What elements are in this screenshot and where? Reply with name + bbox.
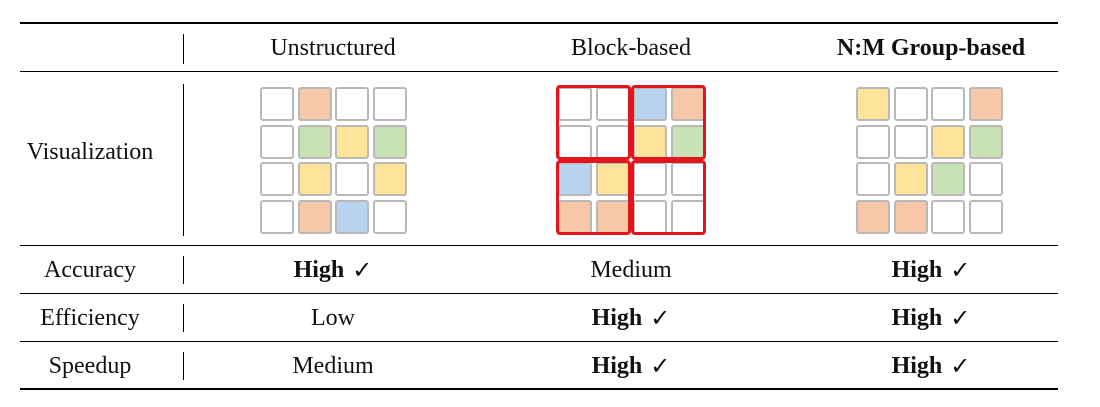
grid-cell-orange [670, 87, 705, 121]
speedup-nm-group-based: High ✓ [831, 348, 1031, 384]
bottom-rule [20, 388, 1058, 390]
speedup-unstructured: Medium [233, 348, 433, 384]
column-header-block-based: Block-based [571, 34, 691, 61]
row-label-speedup: Speedup [48, 352, 132, 379]
row-label-efficiency: Efficiency [40, 304, 140, 331]
speedup-block-based: High ✓ [531, 348, 731, 384]
grid-cell-green [968, 124, 1003, 159]
cell-value: Low [311, 304, 355, 331]
grid-cell-orange [893, 199, 928, 234]
check-mark: ✓ [650, 305, 671, 332]
grid-cell-empty [595, 87, 630, 121]
grid-cell-empty [968, 199, 1003, 234]
grid-cell-empty [893, 124, 928, 159]
speedup-separator [183, 352, 184, 380]
grid-cell-orange [968, 87, 1003, 121]
grid-cell-yellow [856, 87, 890, 121]
grid-cell-yellow [372, 162, 407, 196]
grid-cell-blue [335, 199, 369, 234]
column-header-unstructured: Unstructured [270, 34, 396, 61]
nm-group-sparsity-grid [854, 85, 1004, 235]
grid-cell-orange [558, 199, 592, 234]
grid-cell-empty [260, 199, 294, 234]
efficiency-separator [183, 304, 184, 332]
grid-cell-empty [372, 199, 407, 234]
header-separator [183, 34, 184, 64]
column-header-nm-group-based: N:M Group-based [836, 34, 1026, 61]
grid-cell-orange [856, 199, 890, 234]
cell-value: High [591, 352, 643, 379]
cell-value: High [293, 256, 345, 283]
visualization-separator [183, 84, 184, 236]
grid-cell-empty [260, 124, 294, 159]
grid-cell-empty [335, 162, 369, 196]
grid-cell-green [931, 162, 965, 196]
check-mark: ✓ [650, 353, 671, 380]
header-rule [20, 71, 1058, 72]
grid-cell-empty [633, 199, 667, 234]
grid-cell-green [670, 124, 705, 159]
check-mark: ✓ [950, 305, 971, 332]
grid-cell-blue [633, 87, 667, 121]
efficiency-block-based: High ✓ [531, 300, 731, 336]
grid-cell-orange [297, 199, 332, 234]
accuracy-separator [183, 256, 184, 284]
visualization-rule [20, 245, 1058, 246]
grid-cell-empty [968, 162, 1003, 196]
block-sparsity-grid [556, 85, 706, 235]
grid-cell-empty [893, 87, 928, 121]
grid-cell-yellow [297, 162, 332, 196]
grid-cell-green [297, 124, 332, 159]
cell-value: High [891, 256, 943, 283]
grid-cell-empty [595, 124, 630, 159]
grid-cell-empty [260, 87, 294, 121]
cell-value: High [591, 304, 643, 331]
grid-cell-empty [558, 87, 592, 121]
grid-cell-yellow [893, 162, 928, 196]
cell-value: High [891, 304, 943, 331]
grid-cell-empty [670, 199, 705, 234]
grid-cell-yellow [633, 124, 667, 159]
grid-cell-empty [856, 124, 890, 159]
grid-cell-empty [372, 87, 407, 121]
accuracy-nm-group-based: High ✓ [831, 252, 1031, 288]
grid-cell-empty [856, 162, 890, 196]
accuracy-unstructured: High ✓ [233, 252, 433, 288]
top-rule [20, 22, 1058, 24]
efficiency-nm-group-based: High ✓ [831, 300, 1031, 336]
grid-cell-empty [558, 124, 592, 159]
accuracy-rule [20, 293, 1058, 294]
grid-cell-green [372, 124, 407, 159]
row-label-accuracy: Accuracy [44, 256, 136, 283]
efficiency-unstructured: Low [233, 300, 433, 336]
grid-cell-yellow [335, 124, 369, 159]
cell-value: High [891, 352, 943, 379]
grid-cell-empty [931, 87, 965, 121]
grid-cell-empty [670, 162, 705, 196]
cell-value: Medium [292, 352, 374, 379]
grid-cell-orange [297, 87, 332, 121]
grid-cell-orange [595, 199, 630, 234]
grid-cell-empty [260, 162, 294, 196]
efficiency-rule [20, 341, 1058, 342]
grid-cell-yellow [595, 162, 630, 196]
grid-cell-empty [335, 87, 369, 121]
cell-value: Medium [590, 256, 672, 283]
accuracy-block-based: Medium [531, 252, 731, 288]
row-label-visualization: Visualization [26, 138, 154, 165]
grid-cell-blue [558, 162, 592, 196]
grid-cell-yellow [931, 124, 965, 159]
unstructured-sparsity-grid [258, 85, 408, 235]
check-mark: ✓ [950, 353, 971, 380]
grid-cell-empty [633, 162, 667, 196]
check-mark: ✓ [950, 257, 971, 284]
check-mark: ✓ [352, 257, 373, 284]
grid-cell-empty [931, 199, 965, 234]
